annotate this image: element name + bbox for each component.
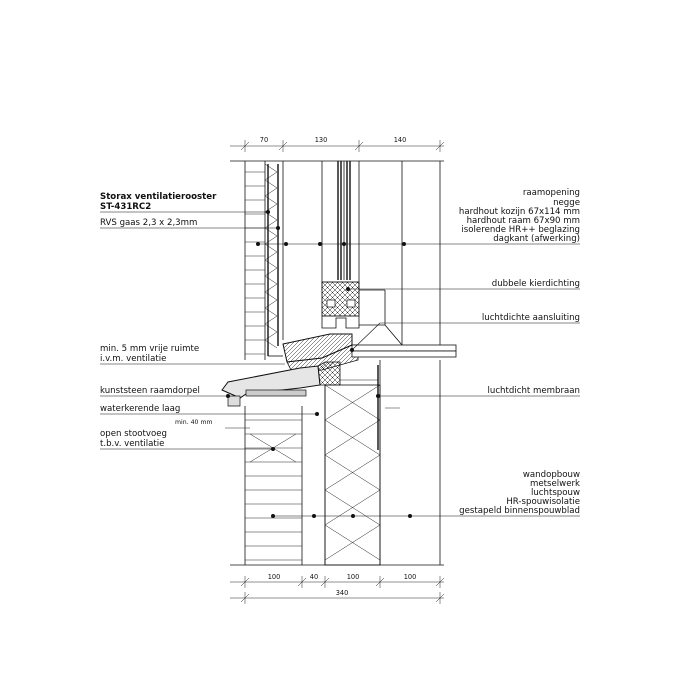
product-code: ST-431RC2 — [100, 202, 151, 212]
window-frame — [321, 161, 441, 345]
label-sill: kunststeen raamdorpel — [100, 386, 200, 396]
label-stootvoeg-line2: t.b.v. ventilatie — [100, 439, 164, 449]
label-stootvoeg-line1: open stootvoeg — [100, 429, 167, 439]
label-raamopening: raamopening — [523, 188, 580, 198]
label-metselwerk: metselwerk — [530, 479, 580, 489]
label-wandopbouw: wandopbouw — [523, 470, 580, 480]
label-raam: hardhout raam 67x90 mm — [467, 216, 580, 226]
lower-wall — [230, 360, 444, 566]
label-min40: min. 40 mm — [175, 419, 213, 426]
stone-sill — [221, 361, 341, 407]
right-annotations: raamopening negge hardhout kozijn 67x114… — [256, 188, 580, 518]
left-annotations: Storax ventilatierooster ST-431RC2 RVS g… — [100, 192, 319, 451]
label-min5-line2: i.v.m. ventilatie — [100, 354, 166, 364]
dim-top-1: 70 — [260, 136, 268, 144]
label-negge: negge — [553, 198, 580, 208]
sash-profile — [321, 281, 360, 317]
label-rvs-gaas: RVS gaas 2,3 x 2,3mm — [100, 218, 197, 228]
frame-bottom — [282, 289, 457, 373]
label-aansluiting: luchtdichte aansluiting — [482, 313, 580, 323]
label-water: waterkerende laag — [100, 404, 180, 414]
upper-brickwork — [230, 160, 444, 360]
dim-bottom-4: 100 — [404, 573, 417, 581]
product-title: Storax ventilatierooster — [100, 192, 217, 202]
label-membraan: luchtdicht membraan — [488, 386, 581, 396]
dim-top-2: 130 — [315, 136, 328, 144]
label-luchtspouw: luchtspouw — [531, 488, 580, 498]
dim-top-3: 140 — [394, 136, 407, 144]
label-isolatie: HR-spouwisolatie — [506, 497, 580, 507]
dim-bottom-1: 100 — [268, 573, 281, 581]
top-dimension: 70 130 140 — [230, 136, 445, 152]
dim-bottom-2: 40 — [310, 573, 318, 581]
label-kierdichting: dubbele kierdichting — [492, 279, 580, 289]
bottom-dimension: 100 40 100 100 340 — [230, 573, 445, 604]
label-binnenspouwblad: gestapeld binnenspouwblad — [459, 506, 580, 516]
dim-total: 340 — [336, 589, 349, 597]
label-kozijn: hardhout kozijn 67x114 mm — [459, 207, 580, 217]
ventilation-rooster — [264, 161, 284, 357]
dim-bottom-3: 100 — [347, 573, 360, 581]
label-min5-line1: min. 5 mm vrije ruimte — [100, 344, 199, 354]
label-dagkant: dagkant (afwerking) — [493, 234, 580, 244]
label-beglazing: isolerende HR++ beglazing — [461, 225, 580, 235]
